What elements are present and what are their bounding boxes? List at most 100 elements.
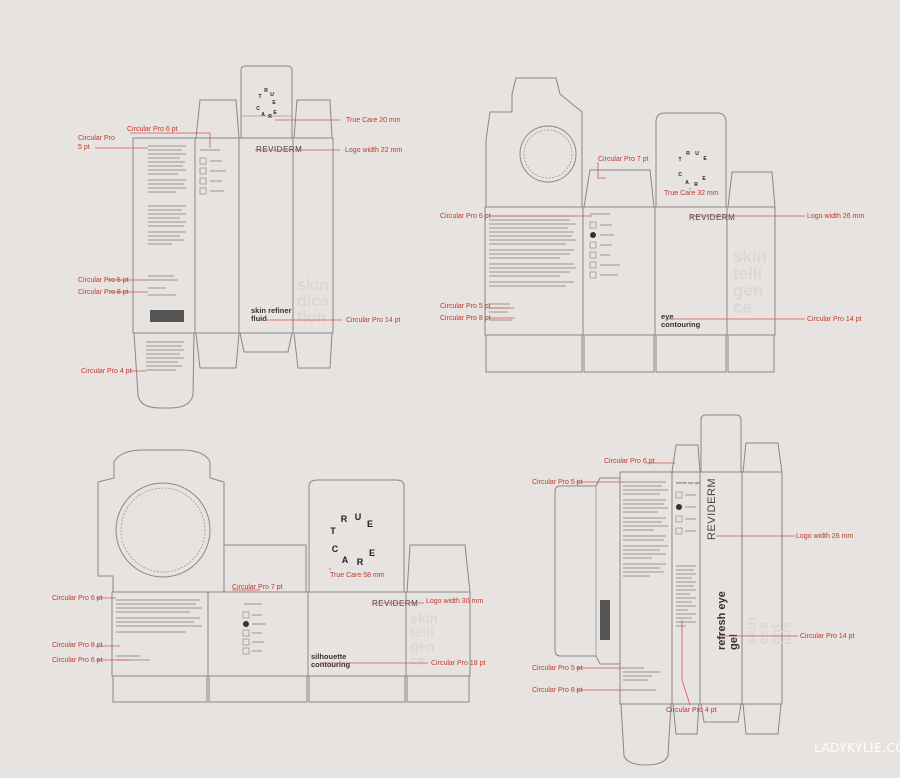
back-copy xyxy=(116,599,202,661)
product-name-line-2: contouring xyxy=(661,320,701,329)
bottom-flap-b xyxy=(742,703,782,735)
ghost-word-4: ials xyxy=(778,621,794,645)
top-dust-flap-a xyxy=(223,544,307,592)
top-dust-flap-a xyxy=(195,99,240,139)
window-circle xyxy=(115,482,211,578)
bottom-flap-b xyxy=(293,332,333,369)
label-circular-14pt: Circular Pro 14 pt xyxy=(346,317,401,324)
top-flap-window xyxy=(485,77,583,207)
label-circular-5pt-a-line2: 5 pt xyxy=(78,144,90,151)
ghost-word-1: skin xyxy=(733,247,767,266)
barcode xyxy=(600,600,610,640)
label-circular-8pt: Circular Pro 8 pt xyxy=(52,642,103,649)
bottom-flap-front xyxy=(239,332,293,353)
label-logo-width: Logo width 26 mm xyxy=(807,213,864,220)
label-logo-width: Logo width 26 mm xyxy=(796,533,853,540)
panel-side-a xyxy=(582,206,656,336)
back-copy xyxy=(623,481,668,691)
top-dust-flap-b xyxy=(406,544,471,593)
brand-logo: REVIDERM xyxy=(372,599,418,608)
svg-text:E: E xyxy=(273,110,277,116)
panel-back xyxy=(111,591,209,677)
top-tuck-flap xyxy=(655,112,727,207)
svg-text:T: T xyxy=(258,94,261,100)
label-circular-5pt-b: Circular Pro 5 pt xyxy=(78,277,129,284)
panel-side-b xyxy=(405,591,471,677)
label-true-care: True Care 32 mm xyxy=(664,190,719,197)
panel-side-b xyxy=(292,137,334,334)
label-true-care: True Care 58 mm xyxy=(330,572,385,579)
label-circular-6pt-a: Circular Pro 6 pt xyxy=(52,595,103,602)
window-perforation xyxy=(523,129,573,179)
svg-text:R: R xyxy=(264,88,268,94)
svg-text:A: A xyxy=(342,555,349,565)
ghost-word-3: ent xyxy=(767,624,783,645)
panel-back xyxy=(619,471,673,705)
svg-text:U: U xyxy=(270,92,274,98)
ghost-word-1: skin xyxy=(743,617,759,645)
svg-text:R: R xyxy=(268,114,272,120)
side-icon-list xyxy=(199,149,226,195)
svg-text:E: E xyxy=(367,519,373,529)
bottom-flap-a xyxy=(208,676,308,703)
true-care-seal: TR UE CA RE xyxy=(678,151,707,188)
bottom-flap-back xyxy=(620,703,672,766)
back-copy xyxy=(148,145,186,296)
bottom-flap-back xyxy=(133,332,195,409)
svg-text:T: T xyxy=(678,157,681,163)
bottom-flap-front xyxy=(700,703,742,723)
bottom-flap-front xyxy=(308,676,406,703)
label-circular-6pt: Circular Pro 6 pt xyxy=(127,126,178,133)
bottom-flap-a xyxy=(195,332,240,369)
label-circular-8pt: Circular Pro 8 pt xyxy=(78,289,129,296)
label-circular-7pt: Circular Pro 7 pt xyxy=(598,156,649,163)
dieline-2: TR UE CA RE REVIDERM eye contouring skin… xyxy=(440,77,864,373)
panel-side-a xyxy=(207,591,309,677)
ghost-word-1: skin xyxy=(410,610,438,626)
bottom-flap-back xyxy=(485,335,583,373)
bottom-flap-a xyxy=(672,703,700,735)
product-name-line-2: contouring xyxy=(311,660,351,669)
svg-text:C: C xyxy=(678,172,682,178)
panel-side-b xyxy=(741,471,783,705)
top-dust-flap-b xyxy=(742,442,783,473)
label-circular-7pt: Circular Pro 7 pt xyxy=(232,584,283,591)
label-circular-5pt: Circular Pro 5 pt xyxy=(440,303,491,310)
label-circular-6pt: Circular Pro 6 pt xyxy=(440,213,491,220)
window-circle xyxy=(519,125,577,183)
product-name-line-1: skin refiner xyxy=(251,306,292,315)
bottom-flap-front xyxy=(655,335,727,373)
left-tuck-flap xyxy=(554,477,620,665)
top-dust-flap-a xyxy=(671,444,701,473)
side-icon-list xyxy=(242,603,266,655)
top-flap-window xyxy=(97,449,225,592)
label-circular-6pt: Circular Pro 6 pt xyxy=(604,458,655,465)
label-circular-4pt: Circular Pro 4 pt xyxy=(81,368,132,375)
bottom-flap-a xyxy=(583,335,655,373)
panel-side-a xyxy=(194,137,240,334)
svg-text:E: E xyxy=(272,100,276,106)
window-perforation xyxy=(120,487,206,573)
ghost-word-3: tion xyxy=(297,309,326,326)
panel-back xyxy=(484,206,584,336)
svg-text:A: A xyxy=(261,112,265,118)
label-circular-8pt: Circular Pro 8 pt xyxy=(532,687,583,694)
brand-logo: REVIDERM xyxy=(689,213,735,222)
svg-text:R: R xyxy=(694,182,698,188)
product-name-line-2: fluid xyxy=(251,314,267,323)
bottom-copy xyxy=(146,341,184,371)
ghost-word-3: gen xyxy=(410,638,435,654)
ghost-word-1: skin xyxy=(297,277,329,294)
side-icon-list xyxy=(589,213,620,279)
top-dust-flap-b xyxy=(293,99,333,139)
label-circular-14pt: Circular Pro 14 pt xyxy=(807,316,862,323)
top-dust-flap-a xyxy=(583,169,655,208)
svg-text:E: E xyxy=(703,156,707,162)
svg-text:R: R xyxy=(341,514,348,524)
svg-text:T: T xyxy=(330,526,336,536)
top-dust-flap-b xyxy=(727,171,776,208)
top-tuck-flap xyxy=(240,65,293,138)
svg-text:E: E xyxy=(369,548,375,558)
side-icon-list xyxy=(675,491,696,535)
